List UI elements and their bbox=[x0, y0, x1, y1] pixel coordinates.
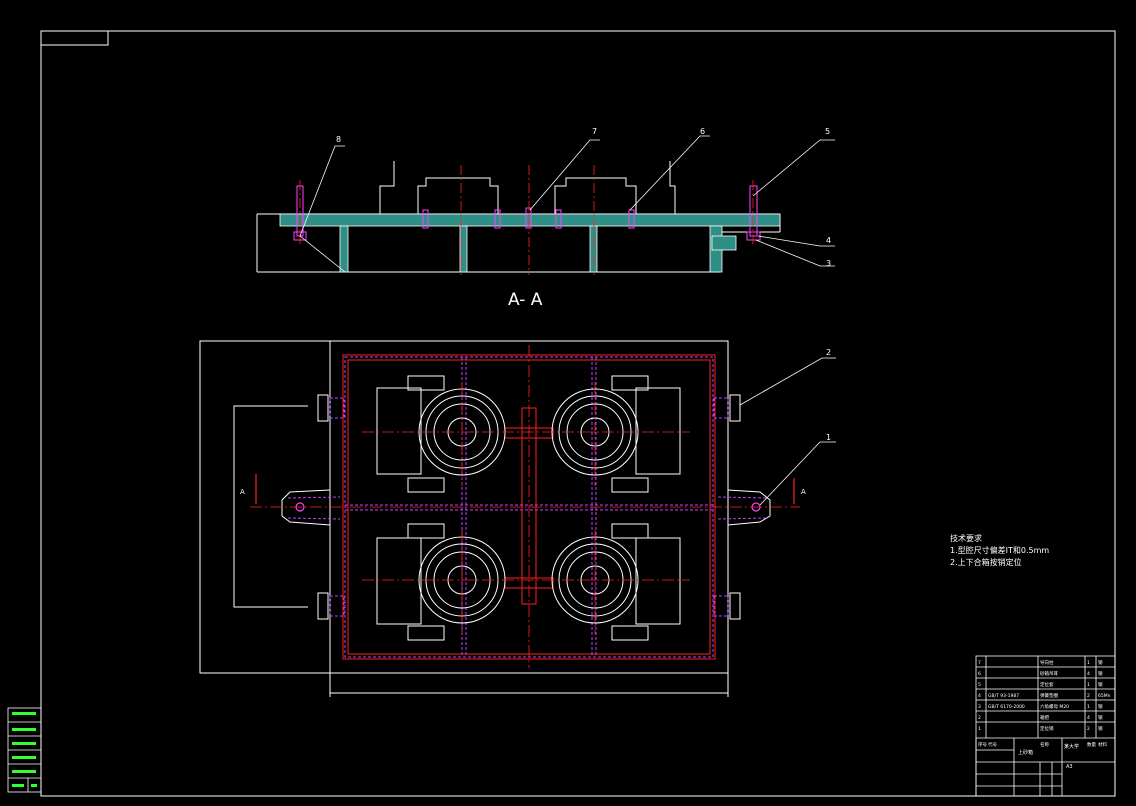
notes-heading: 技术要求 bbox=[950, 534, 982, 543]
section-mark-left: A bbox=[240, 488, 245, 496]
bom-cell-mat: 钢 bbox=[1098, 725, 1103, 732]
notes-line-2: 2.上下合箱按销定位 bbox=[950, 558, 1022, 567]
side-stamp bbox=[7, 707, 42, 793]
balloon-3: 3 bbox=[826, 259, 831, 268]
bom-cell-name: 弹簧垫圈 bbox=[1040, 692, 1058, 699]
balloon-4: 4 bbox=[826, 236, 831, 245]
bom-cell-name: 定位套 bbox=[1040, 681, 1054, 688]
bom-cell-no: 7 bbox=[978, 660, 981, 666]
bom-cell-no: 2 bbox=[978, 715, 981, 721]
bom-cell-qty: 数量 bbox=[1087, 741, 1096, 748]
bom-cell-name: 六角螺母 M20 bbox=[1040, 703, 1069, 710]
bom-cell-qty: 2 bbox=[1087, 726, 1090, 732]
balloon-2: 2 bbox=[826, 348, 831, 357]
sheet-code: A3 bbox=[1066, 764, 1073, 770]
bom-cell-no: 6 bbox=[978, 671, 981, 677]
bom-cell-no: 4 bbox=[978, 693, 981, 699]
bom-cell-no: 3 bbox=[978, 704, 981, 710]
balloon-1: 1 bbox=[826, 433, 831, 442]
bom-cell-name: 名称 bbox=[1040, 741, 1049, 748]
bom-cell-qty: 2 bbox=[1087, 693, 1090, 699]
bom-cell-no: 5 bbox=[978, 682, 981, 688]
bom-cell-no: 1 bbox=[978, 726, 981, 732]
balloon-5: 5 bbox=[825, 127, 830, 136]
bom-cell-code: 代号 bbox=[988, 741, 997, 748]
bom-cell-name: 定位销 bbox=[1040, 725, 1054, 732]
bom-cell-qty: 1 bbox=[1087, 704, 1090, 710]
section-title: A- A bbox=[508, 290, 543, 310]
bom-cell-mat: 钢 bbox=[1098, 681, 1103, 688]
bom-cell-qty: 1 bbox=[1087, 682, 1090, 688]
bom-cell-qty: 4 bbox=[1087, 715, 1090, 721]
pattern-units bbox=[376, 375, 681, 641]
bom-cell-qty: 1 bbox=[1087, 660, 1090, 666]
balloon-8: 8 bbox=[336, 135, 341, 144]
bom-cell-mat: 钢 bbox=[1098, 670, 1103, 677]
plan-view: A A 2 1 bbox=[199, 340, 836, 697]
bom-cell-code: GB/T 6170-2000 bbox=[988, 704, 1025, 710]
bom-cell-code: GB/T 93-1987 bbox=[988, 693, 1019, 699]
bom-cell-no: 序号 bbox=[978, 741, 987, 748]
bom-cell-mat: 钢 bbox=[1098, 703, 1103, 710]
balloon-7: 7 bbox=[592, 127, 597, 136]
bom-cell-qty: 4 bbox=[1087, 671, 1090, 677]
bom-cell-name: 导向柱 bbox=[1040, 659, 1054, 666]
balloon-6: 6 bbox=[700, 127, 705, 136]
title-block bbox=[975, 655, 1116, 797]
technical-notes: 技术要求 1.型腔尺寸偏差IT和0.5mm 2.上下合箱按销定位 bbox=[950, 533, 1049, 569]
bom-cell-mat: 65Mn bbox=[1098, 693, 1111, 699]
bom-cell-mat: 钢 bbox=[1098, 714, 1103, 721]
section-mark-right: A bbox=[801, 488, 806, 496]
part-name: 上砂箱 bbox=[1018, 749, 1033, 756]
section-view: 8 7 6 5 4 3 A- A bbox=[256, 127, 835, 310]
sheet-border bbox=[40, 30, 1116, 797]
bom-cell-name: 砂箱吊耳 bbox=[1040, 670, 1058, 677]
notes-line-1: 1.型腔尺寸偏差IT和0.5mm bbox=[950, 546, 1050, 555]
bom-cell-mat: 钢 bbox=[1098, 659, 1103, 666]
bom-cell-name: 箱把 bbox=[1040, 714, 1049, 721]
bom-cell-mat: 材料 bbox=[1098, 741, 1107, 748]
school-name: 某大学 bbox=[1064, 743, 1079, 750]
